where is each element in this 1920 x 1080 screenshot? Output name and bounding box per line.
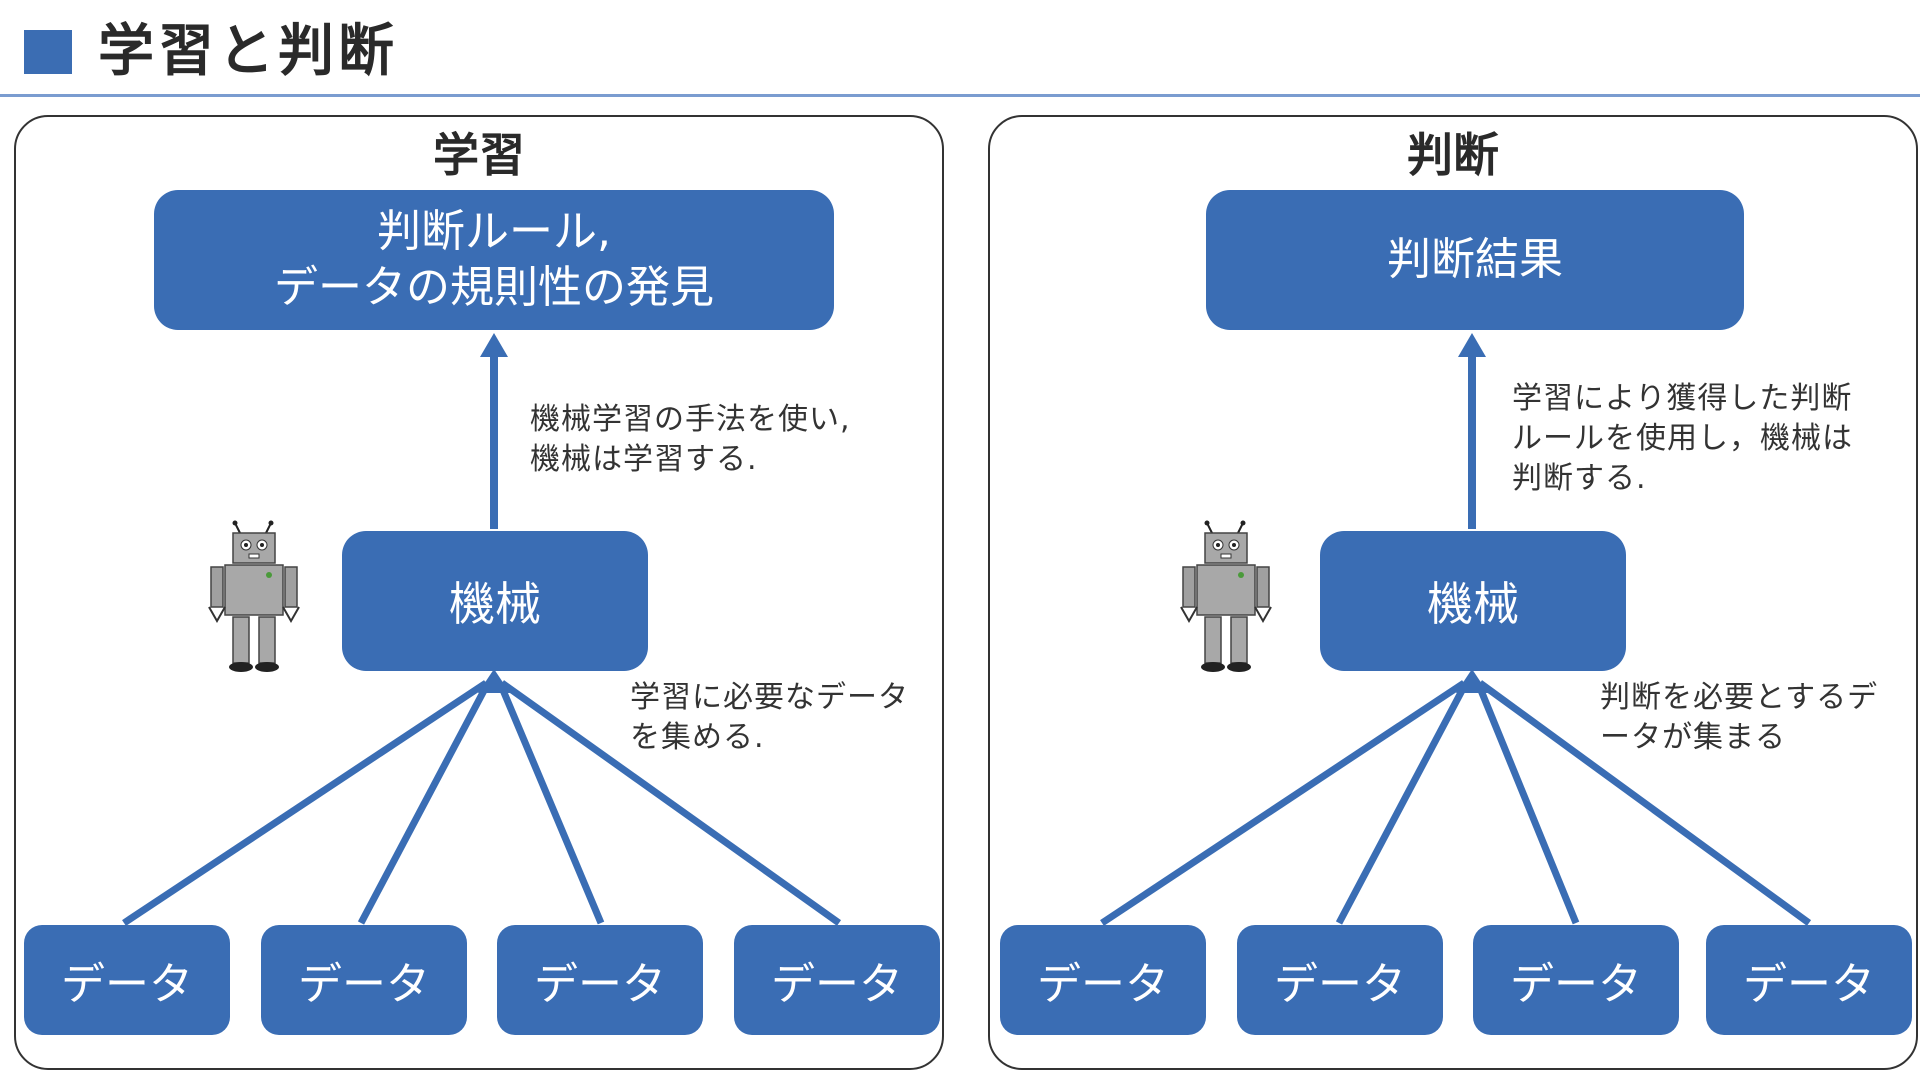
judgment-result-box: 判断結果 <box>1206 190 1744 330</box>
judge-arrow-merge-head <box>1456 669 1488 693</box>
page-title: 学習と判断 <box>98 19 398 84</box>
title-bar: 学習と判断 <box>0 0 1920 98</box>
judgment-machine-box: 機械 <box>1320 531 1626 671</box>
learning-result-box: 判断ルール, データの規則性の発見 <box>154 190 834 330</box>
judgment-data-box-4: データ <box>1706 925 1912 1035</box>
judgment-note-top: 学習により獲得した判断 ルールを使用し，機械は 判断する. <box>1512 381 1853 496</box>
learning-panel: 学習 判断ルール, データの規則性の発見 機械学習の手法を使い, 機械は学習する… <box>14 115 944 1070</box>
learning-data-box-3: データ <box>497 925 703 1035</box>
judgment-arrows <box>1100 333 1812 926</box>
judgment-note-bottom: 判断を必要とするデ ータが集まる <box>1600 680 1879 755</box>
learn-arrow-merge-head <box>478 669 510 693</box>
learning-result-line1: 判断ルール, <box>377 206 611 257</box>
judge-arrow-up-head <box>1458 333 1486 357</box>
judgment-data-box-3: データ <box>1473 925 1679 1035</box>
title-square-icon <box>24 30 72 74</box>
learning-note-top: 機械学習の手法を使い, 機械は学習する. <box>530 402 851 477</box>
learn-arrow-data4 <box>499 680 842 926</box>
learning-arrows <box>122 333 842 926</box>
learning-note-bottom: 学習に必要なデータ を集める. <box>630 680 909 755</box>
learning-heading: 学習 <box>433 128 525 182</box>
learning-data-box-2: データ <box>261 925 467 1035</box>
learning-machine-box: 機械 <box>342 531 648 671</box>
judge-arrow-data2 <box>1335 681 1470 925</box>
robot-icon <box>208 520 300 672</box>
judgment-panel: 判断 判断結果 学習により獲得した判断 ルールを使用し，機械は 判断する. 機械 <box>988 115 1918 1070</box>
learn-arrow-data1 <box>122 680 488 926</box>
judgment-heading: 判断 <box>1407 128 1499 182</box>
learn-arrow-up-head <box>480 333 508 357</box>
robot-icon <box>1180 520 1272 672</box>
learning-data-box-1: データ <box>24 925 230 1035</box>
judgment-data-box-2: データ <box>1237 925 1443 1035</box>
judge-arrow-data3 <box>1474 681 1580 925</box>
learn-arrow-data2 <box>357 681 492 925</box>
judge-arrow-data1 <box>1100 680 1466 926</box>
learning-data-box-4: データ <box>734 925 940 1035</box>
learning-result-line2: データの規則性の発見 <box>274 262 714 313</box>
judgment-data-box-1: データ <box>1000 925 1206 1035</box>
judge-arrow-data4 <box>1477 680 1812 926</box>
learn-arrow-data3 <box>496 681 605 925</box>
title-divider <box>0 94 1920 97</box>
